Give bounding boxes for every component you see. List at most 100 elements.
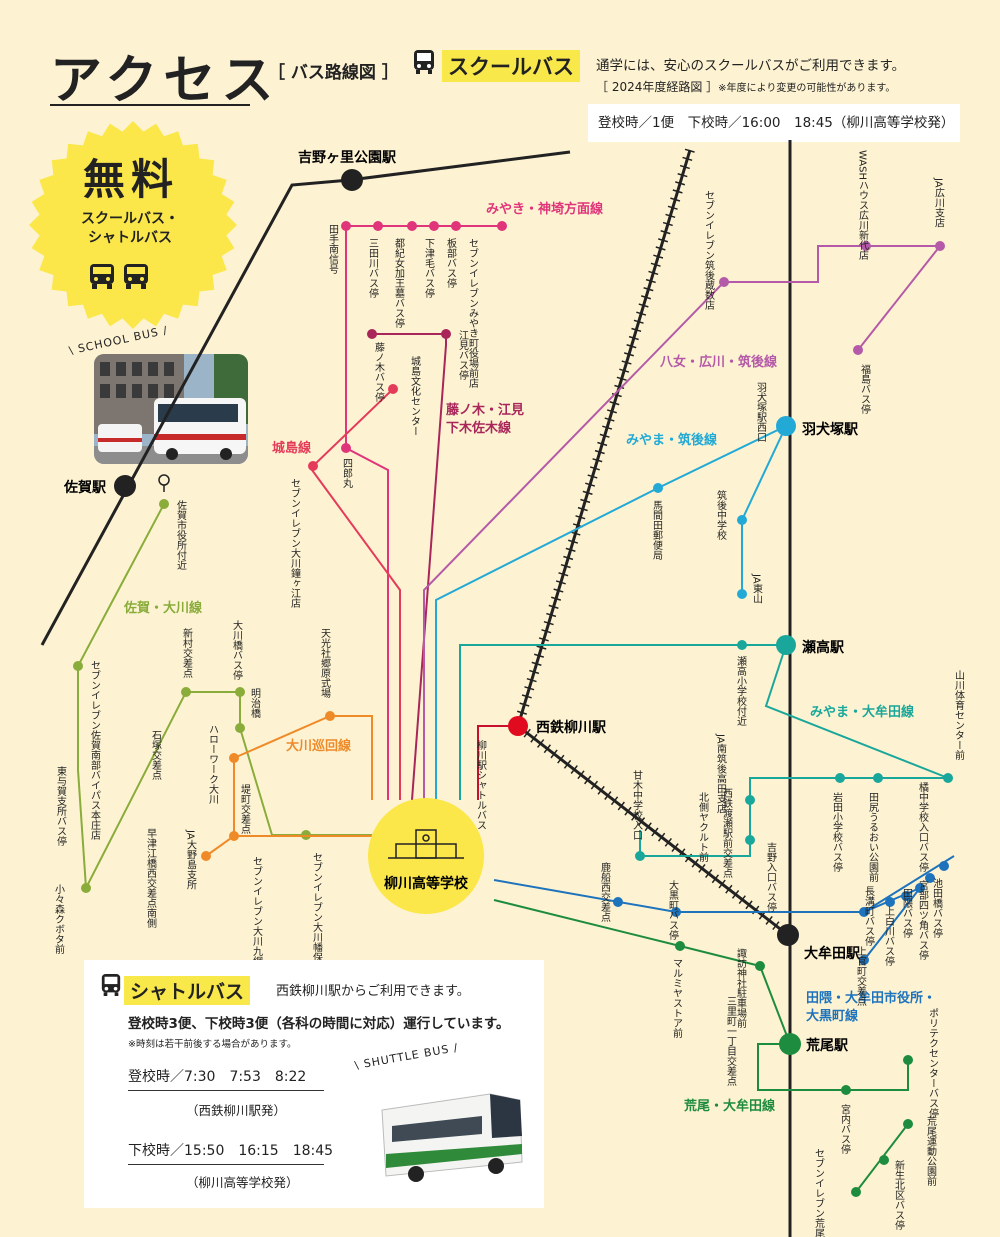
stop-marker — [451, 221, 461, 231]
stop-marker — [388, 384, 398, 394]
stop-marker — [859, 955, 869, 965]
stop-label: セブンイレブン荒尾水野店 — [813, 1148, 825, 1237]
stop-label: 東与賀支所バス停 — [55, 765, 67, 847]
okawa-loop-route — [205, 715, 373, 857]
stop-marker — [367, 329, 377, 339]
stop-marker — [835, 773, 845, 783]
free-badge-title: 無料 — [82, 155, 179, 204]
stop-marker — [373, 221, 383, 231]
bus-icon — [101, 974, 121, 996]
stop-marker — [903, 1119, 913, 1129]
stop-marker — [737, 589, 747, 599]
shuttle-note: ※時刻は若干前後する場合があります。 — [128, 1039, 297, 1050]
title-underline — [50, 104, 250, 106]
station-marker-nishitetsu — [508, 716, 528, 736]
bus-icon — [414, 50, 434, 74]
miyaki-route — [345, 225, 502, 800]
stop-marker — [879, 1155, 889, 1165]
stop-marker — [675, 941, 685, 951]
stop-marker — [925, 873, 935, 883]
bus-icon — [90, 264, 114, 289]
stop-marker — [873, 773, 883, 783]
station-label-yoshinogari: 吉野ヶ里公園駅 — [298, 149, 397, 166]
stop-marker — [159, 499, 169, 509]
stop-label: JA南筑後高田支店 — [715, 733, 727, 814]
stop-marker — [671, 907, 681, 917]
stop-label: 柳川駅シャトルバス — [475, 739, 487, 830]
stop-label: 筑後中学校 — [715, 489, 727, 541]
stop-label: 三里町一丁目交差点 — [725, 996, 737, 1087]
stop-marker — [441, 329, 451, 339]
miyaki-stops — [341, 221, 507, 453]
stop-label: 吉野入口バス停 — [765, 842, 777, 913]
station-marker-saga — [114, 475, 136, 497]
stop-label: セブンイレブン大川鐘ヶ江店 — [289, 478, 301, 609]
stop-label: 宮部四ツ角バス停 — [917, 879, 929, 961]
route-label-miyaki: みやき・神埼方面線 — [486, 201, 604, 217]
shuttle-description: 西鉄柳川駅からご利用できます。 — [276, 984, 470, 999]
route-label-saga-okawa: 佐賀・大川線 — [123, 600, 203, 616]
shuttle-tag: シャトルバス — [124, 976, 251, 1005]
stop-label: 佐賀市役所付近 — [175, 500, 187, 570]
stop-marker — [943, 773, 953, 783]
stop-label: 山川体育センター前 — [953, 670, 965, 761]
stop-label: 田尻うるおい公園前 — [867, 792, 879, 883]
stop-marker — [73, 661, 83, 671]
stop-label: 江見バス停 — [457, 330, 469, 381]
stop-label: セブンイレブン大川幡保店 — [311, 852, 323, 973]
stop-label: JA大野島支所 — [185, 829, 197, 890]
stop-label: 岩田小学校バス停 — [831, 791, 843, 873]
stop-label: 石塚交差点 — [150, 730, 162, 781]
station-label-nishitetsu: 西鉄柳川駅 — [536, 719, 607, 736]
stop-label: JA東山 — [751, 573, 763, 604]
stop-label: 西鉄渡瀬駅前交差点 — [721, 788, 733, 879]
stop-label: セブンイレブン佐賀南部バイパス本庄店 — [89, 660, 101, 841]
yame-stops — [719, 241, 945, 355]
shuttle-bus-photo — [381, 1093, 523, 1182]
route-label-miyama-omuta: みやま・大牟田線 — [810, 704, 915, 720]
stop-label: セブンイレブン大川九網店 — [251, 856, 263, 977]
stop-marker — [903, 1055, 913, 1065]
station-label-saga: 佐賀駅 — [63, 479, 107, 496]
stop-label: 田手南信号 — [327, 224, 339, 275]
stop-label: 上白川バス停 — [883, 906, 895, 967]
stop-marker — [229, 831, 239, 841]
station-marker-setaka — [776, 635, 796, 655]
stop-label: 羽犬塚駅西口 — [755, 382, 767, 442]
route-label-yame: 八女・広川・筑後線 — [659, 354, 778, 370]
stop-marker — [885, 897, 895, 907]
location-pin-icon — [158, 474, 170, 492]
stop-label: マルミヤストア前 — [671, 958, 683, 1039]
stop-marker — [653, 483, 663, 493]
stop-marker — [429, 221, 439, 231]
bus-icon — [124, 264, 148, 289]
free-badge-burst — [29, 121, 237, 329]
stop-label: 早津江橋西交差点南側 — [145, 828, 157, 928]
page-title: アクセス — [50, 51, 280, 111]
fujinoki-route — [372, 333, 447, 801]
stop-marker — [737, 515, 747, 525]
shuttle-down-origin: （柳川高等学校発） — [186, 1175, 299, 1190]
stop-marker — [613, 897, 623, 907]
stop-label: WASHハウス広川新代店 — [857, 150, 869, 261]
shuttle-up-origin: （西鉄柳川駅発） — [186, 1103, 287, 1118]
stop-label: 城島文化センター — [409, 356, 421, 436]
school-bus-tag: スクールバス — [442, 50, 580, 82]
divider — [128, 1164, 324, 1165]
stop-marker — [325, 711, 335, 721]
miyama-chikugo-route — [435, 423, 789, 800]
stop-label: 藤ノ木バス停 — [373, 342, 385, 403]
stop-label: 宮内バス停 — [839, 1103, 851, 1155]
route-label-arao-omuta: 荒尾・大牟田線 — [683, 1098, 776, 1114]
stop-label: 鹿船西交差点 — [599, 861, 611, 923]
stop-label: 新生北区バス停 — [893, 1159, 905, 1231]
stop-label: 新村交差点 — [181, 627, 193, 679]
stop-label: 堤町交差点 — [239, 784, 251, 835]
stop-marker — [308, 461, 318, 471]
station-label-omuta: 大牟田駅 — [804, 945, 861, 962]
stop-marker — [235, 687, 245, 697]
stop-label: 荒尾運動公園前 — [925, 1116, 937, 1187]
stop-marker — [935, 241, 945, 251]
